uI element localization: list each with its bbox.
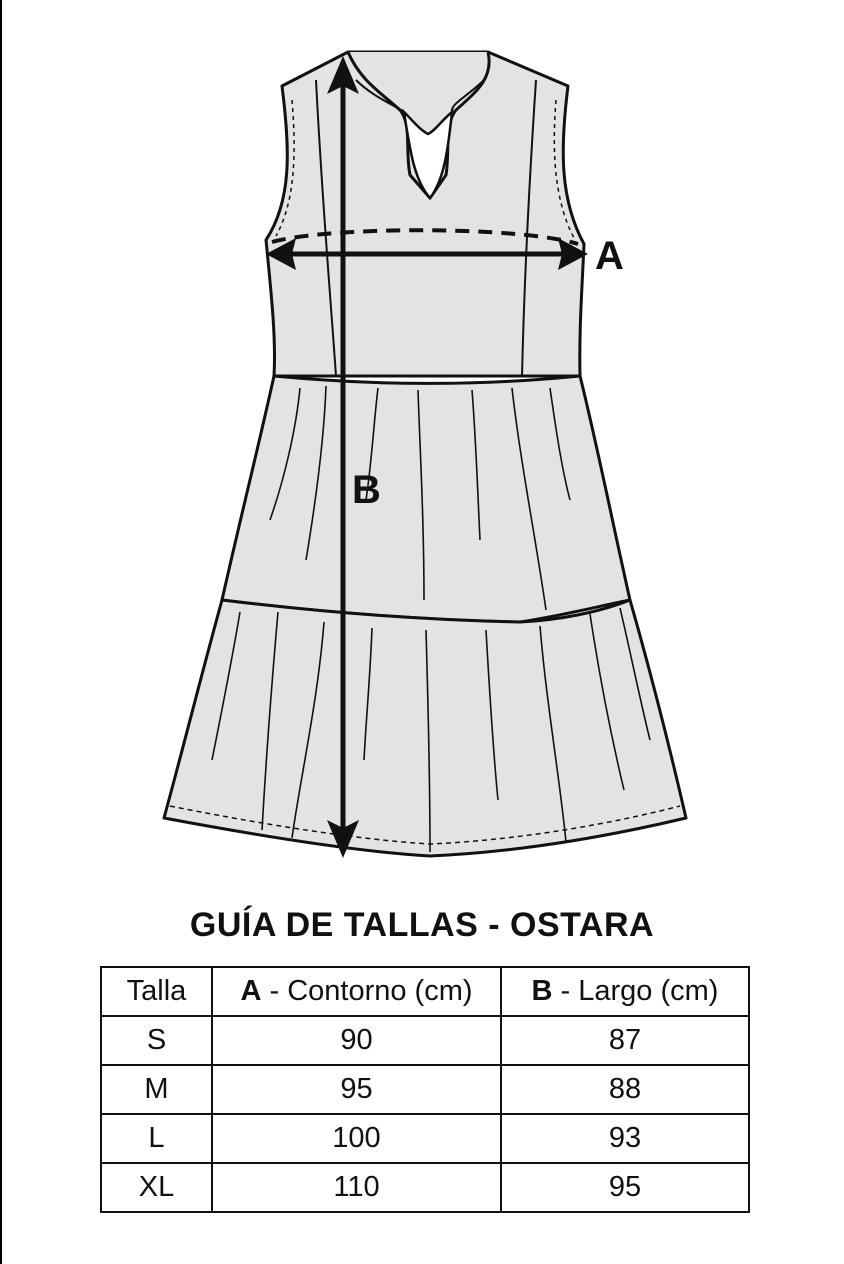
header-size: Talla (100, 966, 213, 1017)
size-guide-title: GUÍA DE TALLAS - OSTARA (189, 906, 655, 944)
dress-seam-left (315, 79, 337, 377)
tier-1-gathers (269, 385, 571, 611)
header-contour: A - Contorno (cm) (211, 966, 502, 1017)
measure-a-label: A (595, 234, 624, 278)
cell-length: 93 (500, 1113, 750, 1164)
cell-length: 88 (500, 1064, 750, 1115)
measure-b-arrow-top (327, 56, 359, 94)
tier-2-gathers (211, 607, 651, 853)
cell-length: 87 (500, 1015, 750, 1066)
dress-collar-inner (355, 79, 485, 113)
measure-a-arrow-right (558, 238, 588, 270)
page-left-border (0, 0, 2, 1264)
header-contour-letter: A (240, 975, 262, 1007)
header-length: B - Largo (cm) (500, 966, 750, 1017)
table-row: M 95 88 (100, 1064, 750, 1115)
cell-size: XL (100, 1162, 213, 1213)
size-table-header-row: Talla A - Contorno (cm) B - Largo (cm) (100, 966, 750, 1017)
dress-neck-opening (402, 108, 454, 200)
header-contour-label: - Contorno (cm) (261, 975, 473, 1007)
size-table: Talla A - Contorno (cm) B - Largo (cm) S… (100, 966, 750, 1213)
dress-illustration (162, 50, 688, 858)
table-row: L 100 93 (100, 1113, 750, 1164)
table-row: S 90 87 (100, 1015, 750, 1066)
cell-size: L (100, 1113, 213, 1164)
dress-seam-right (521, 79, 537, 377)
cell-length: 95 (500, 1162, 750, 1213)
header-size-label: Talla (126, 975, 187, 1007)
dress-armhole-stitch-right (553, 99, 575, 239)
header-length-letter: B (531, 975, 553, 1007)
dress-tier-1 (220, 374, 632, 624)
measure-b-arrow-bottom (327, 820, 359, 858)
dress-tier-2 (162, 598, 688, 858)
cell-size: S (100, 1015, 213, 1066)
cell-size: M (100, 1064, 213, 1115)
cell-contour: 110 (211, 1162, 502, 1213)
measure-b-label: B (352, 468, 381, 512)
cell-contour: 95 (211, 1064, 502, 1115)
dress-hem-stitch (169, 805, 681, 845)
header-length-label: - Largo (cm) (552, 975, 719, 1007)
dress-armhole-stitch-left (275, 99, 295, 237)
table-row: XL 110 95 (100, 1162, 750, 1213)
measure-a-dashed-back (271, 228, 579, 246)
cell-contour: 90 (211, 1015, 502, 1066)
cell-contour: 100 (211, 1113, 502, 1164)
measure-a-arrow-left (266, 238, 296, 270)
